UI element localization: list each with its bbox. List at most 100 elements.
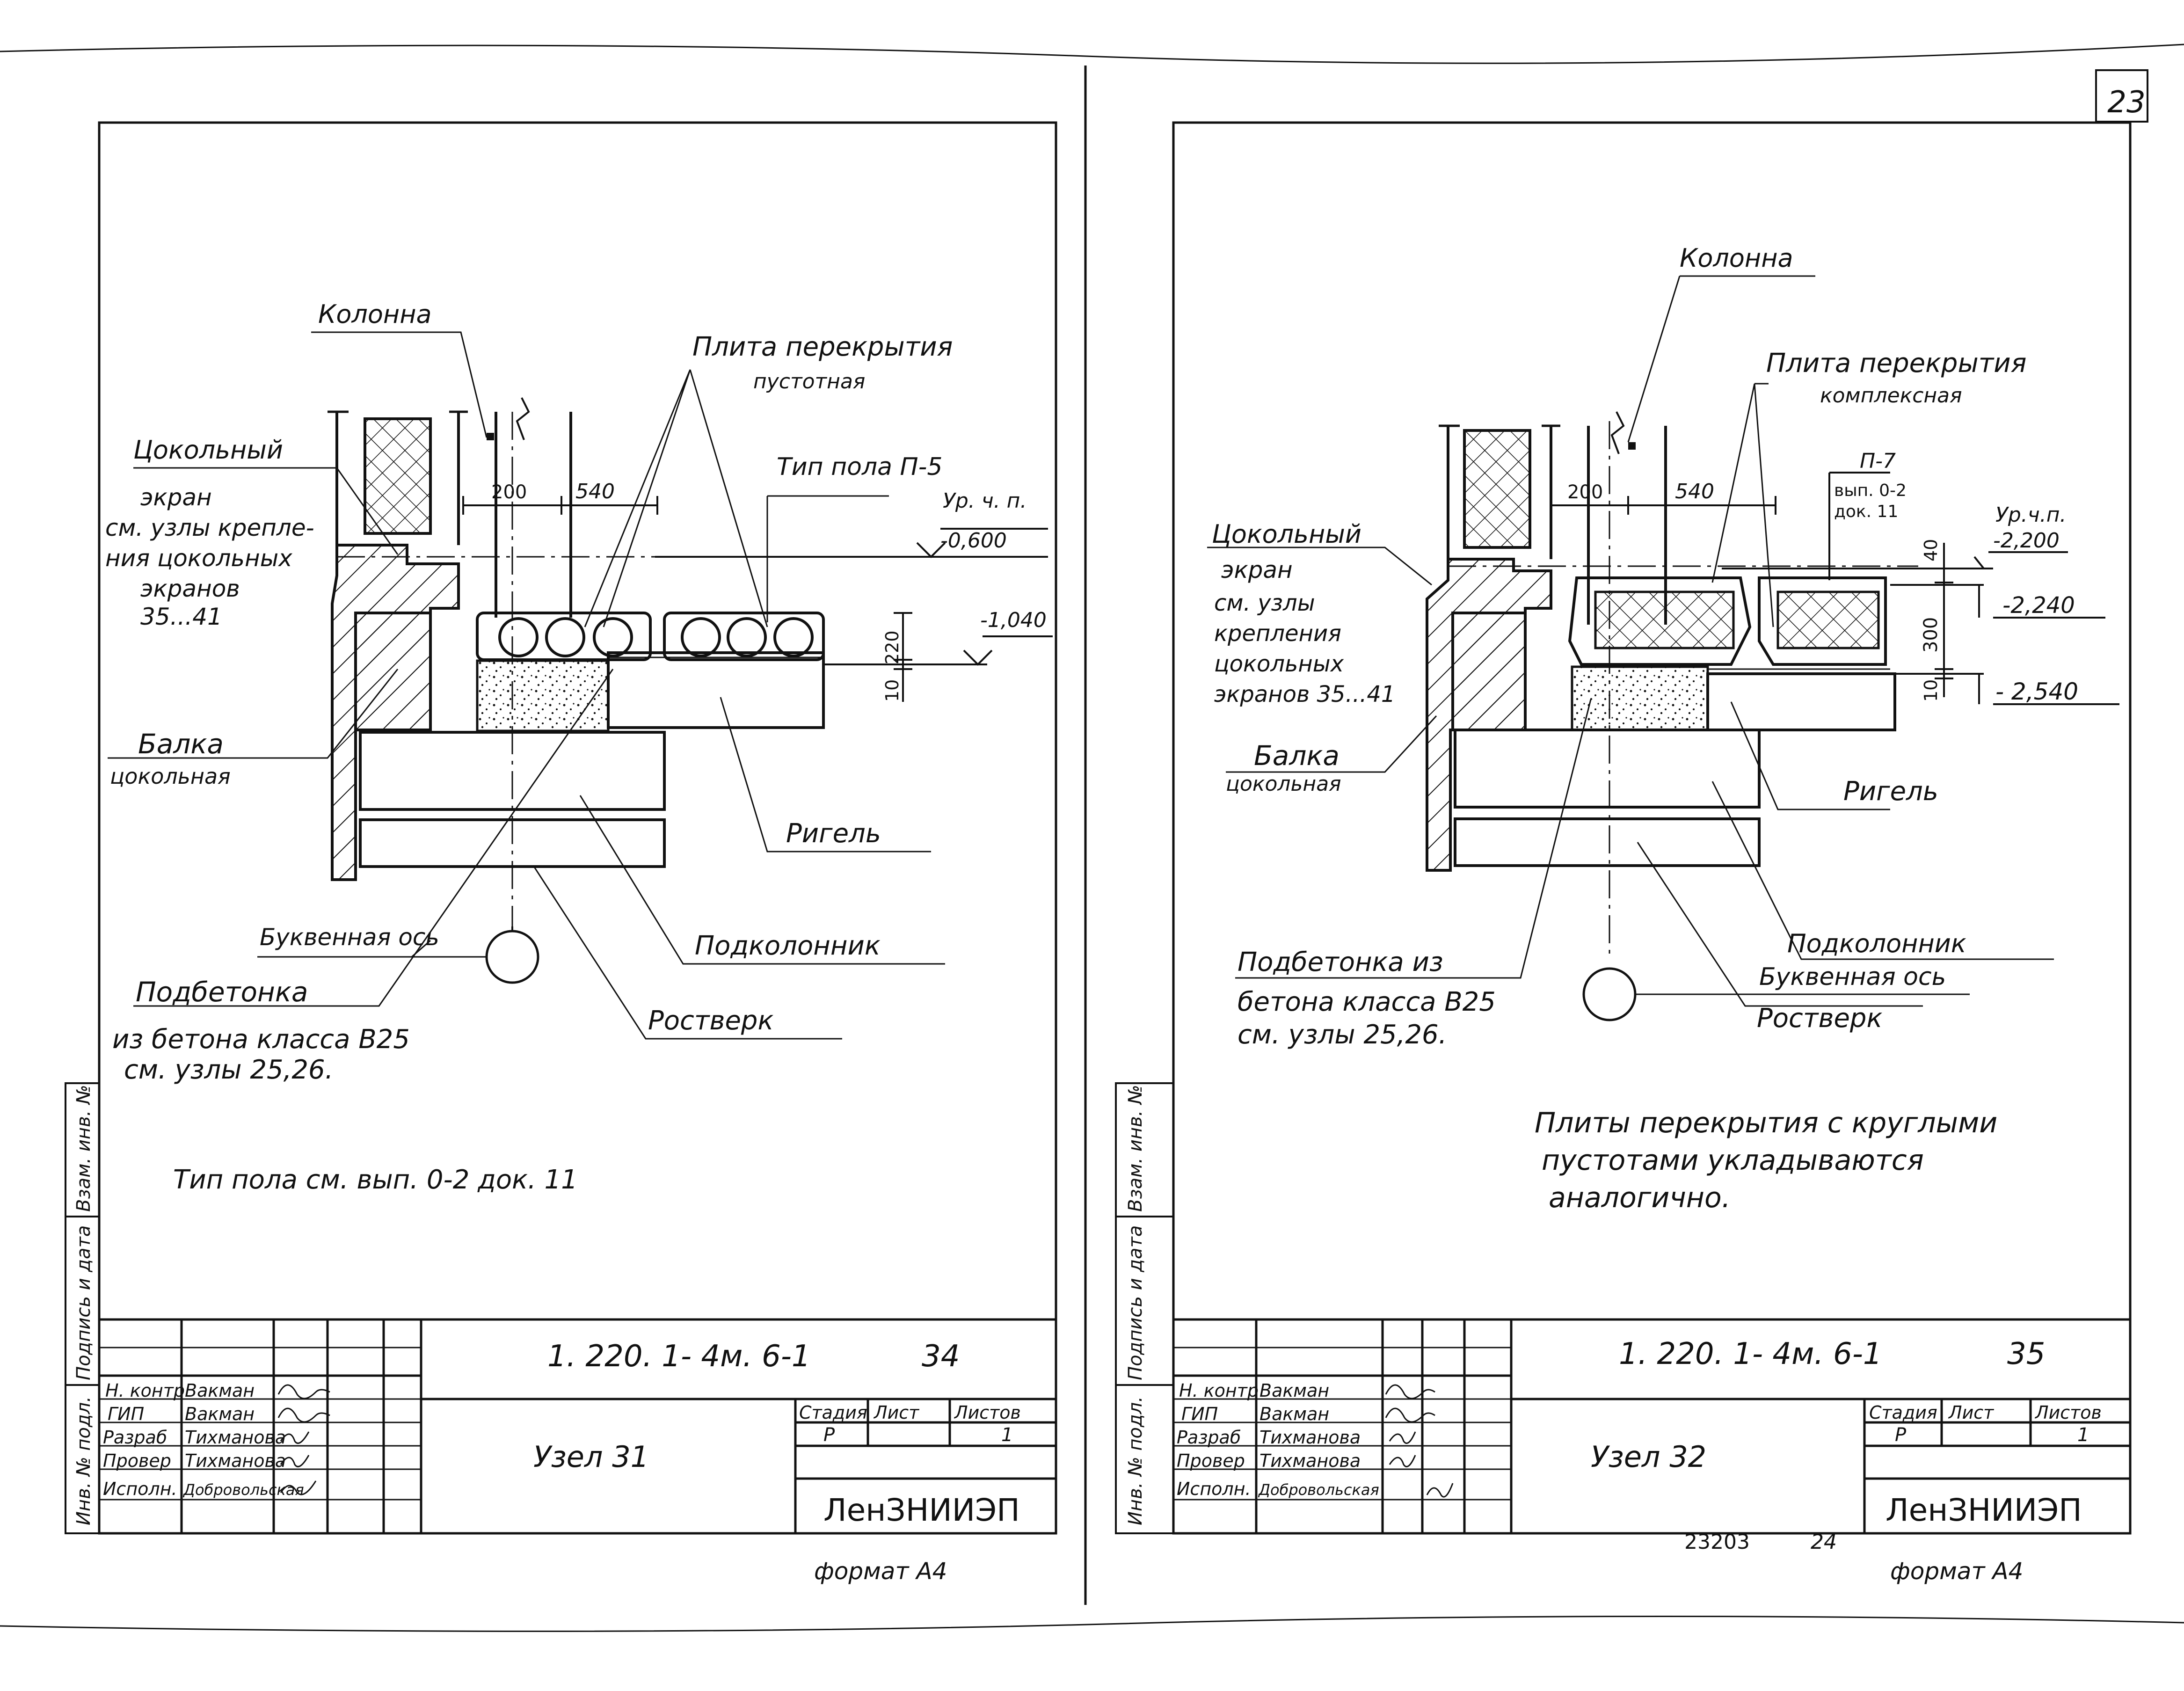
- right-label-grout-3: см. узлы 25,26.: [1238, 1020, 1447, 1050]
- right-level-label: Ур.ч.п.: [1995, 503, 2066, 527]
- left-role-0: Н. контр: [105, 1380, 185, 1401]
- left-name-2: Тихманова: [185, 1427, 286, 1448]
- left-leaders: [108, 331, 945, 1040]
- left-column: [328, 397, 572, 618]
- right-stamp-original-inv: Инв. № подл.: [1125, 1396, 1146, 1525]
- right-sheet-frame: [1172, 121, 2132, 1535]
- right-note-2: пустотами укладываются: [1542, 1144, 1924, 1177]
- left-lists: 1: [1001, 1424, 1013, 1446]
- right-inventory: 23203: [1684, 1530, 1750, 1554]
- right-label-slab-type: комплексная: [1820, 384, 1962, 408]
- right-label-subcolumn: Подколонник: [1787, 929, 1966, 958]
- right-level-2: -2,240: [2002, 592, 2075, 619]
- left-label-grout-2: из бетона класса В25: [112, 1024, 410, 1055]
- left-stage-h: Стадия: [799, 1402, 867, 1423]
- left-sheet: Взам. инв. № Подпись и дата Инв. № подл.: [65, 121, 1057, 1585]
- left-sheet-no: 34: [922, 1339, 960, 1374]
- right-dim-540: 540: [1675, 480, 1714, 503]
- right-label-axis: Буквенная ось: [1759, 963, 1946, 991]
- left-level-label: Ур. ч. п.: [943, 489, 1026, 513]
- right-stage-h: Стадия: [1869, 1402, 1937, 1423]
- left-role-1: ГИП: [108, 1404, 144, 1424]
- right-role-4: Исполн.: [1177, 1479, 1251, 1499]
- right-role-2: Разраб: [1177, 1427, 1241, 1448]
- left-sheet-frame: [98, 121, 1057, 1535]
- right-dimensions: 200 540 40 300 10 Ур.ч.п. -2,200 -2,240 …: [1550, 480, 2119, 705]
- left-label-plinth-4: ния цокольных: [105, 545, 292, 572]
- left-node-name: Узел 31: [533, 1440, 649, 1474]
- right-list-h: Лист: [1948, 1402, 1995, 1423]
- right-label-grout-1: Подбетонка из: [1238, 947, 1443, 977]
- left-label-grillage: Ростверк: [648, 1006, 773, 1036]
- right-column: [1439, 411, 1667, 625]
- left-label-column: Колонна: [318, 299, 432, 329]
- left-label-plinth-5: экранов: [140, 575, 240, 602]
- left-label-crossbar: Ригель: [786, 818, 881, 849]
- left-margin-stamp: Взам. инв. № Подпись и дата Инв. № подл.: [65, 1082, 100, 1534]
- right-title-block: 1. 220. 1- 4м. 6-1 35 Узел 32 Стадия Лис…: [1173, 1318, 2130, 1585]
- right-sheet: Взам. инв. № Подпись и дата Инв. № подл.: [1115, 121, 2132, 1585]
- right-label-beam-1: Балка: [1254, 740, 1340, 772]
- left-dim-10: 10: [882, 679, 903, 702]
- left-label-plinth-6: 35...41: [140, 603, 222, 630]
- left-note: Тип пола см. вып. 0-2 док. 11: [173, 1165, 578, 1195]
- right-p7-1: П-7: [1860, 449, 1896, 473]
- right-inventory-page: 24: [1811, 1530, 1837, 1554]
- page-number-box: 23: [2095, 69, 2148, 123]
- left-role-2: Разраб: [103, 1427, 167, 1448]
- right-stamp-substitute-inv: Взам. инв. №: [1125, 1085, 1146, 1212]
- right-stamp-signature-date: Подпись и дата: [1125, 1225, 1146, 1380]
- right-p7-3: док. 11: [1834, 502, 1898, 521]
- right-role-3: Провер: [1177, 1450, 1245, 1471]
- left-level-1: -0,600: [940, 529, 1007, 553]
- stamp-substitute-inv: Взам. инв. №: [73, 1085, 95, 1212]
- left-label-beam-2: цокольная: [110, 764, 231, 789]
- left-plinth-beam: [331, 544, 460, 881]
- right-margin-stamp: Взам. инв. № Подпись и дата Инв. № подл.: [1115, 1082, 1174, 1534]
- left-name-1: Вакман: [185, 1404, 255, 1424]
- left-lists-h: Листов: [954, 1402, 1021, 1423]
- right-label-grillage: Ростверк: [1757, 1003, 1882, 1034]
- right-label-plinth-3: см. узлы: [1214, 590, 1315, 616]
- left-dim-220: 220: [882, 630, 903, 664]
- right-dim-40: 40: [1921, 539, 1941, 561]
- right-name-4: Добровольская: [1258, 1481, 1379, 1499]
- stamp-original-inv: Инв. № подл.: [73, 1396, 95, 1525]
- right-dim-10: 10: [1921, 679, 1941, 702]
- right-label-plinth-6: экранов 35...41: [1214, 681, 1395, 707]
- left-labels: Колонна Плита перекрытия пустотная Тип п…: [105, 299, 953, 1195]
- right-sheet-no: 35: [2007, 1337, 2045, 1371]
- left-name-4: Добровольская: [182, 1481, 304, 1499]
- right-node-name: Узел 32: [1591, 1440, 1706, 1474]
- left-role-3: Провер: [103, 1450, 171, 1471]
- left-label-slab: Плита перекрытия: [692, 332, 953, 362]
- right-role-1: ГИП: [1181, 1404, 1218, 1424]
- left-label-grout-3: см. узлы 25,26.: [124, 1055, 333, 1085]
- axis-bubble: [485, 930, 539, 984]
- left-label-floor-type: Тип пола П-5: [777, 453, 942, 481]
- right-lists: 1: [2077, 1424, 2089, 1446]
- right-level-3: - 2,540: [1995, 678, 2078, 705]
- right-label-plinth-2: экран: [1221, 556, 1293, 583]
- right-label-column: Колонна: [1680, 243, 1793, 273]
- right-label-crossbar: Ригель: [1843, 776, 1938, 807]
- left-dimensions: 200 540 220 10 Ур. ч. п. -0,600 -1,040: [462, 480, 1053, 702]
- right-name-1: Вакман: [1259, 1404, 1329, 1424]
- right-label-beam-2: цокольная: [1226, 772, 1341, 796]
- left-format: формат А4: [814, 1558, 947, 1585]
- page-number: 23: [2107, 85, 2145, 120]
- right-label-grout-2: бетона класса В25: [1238, 987, 1496, 1017]
- left-label-plinth-1: Цокольный: [133, 435, 283, 465]
- right-complex-slabs: [1568, 576, 1890, 731]
- right-plinth-beam: [1426, 558, 1552, 872]
- right-dim-300: 300: [1920, 617, 1942, 653]
- right-code: 1. 220. 1- 4м. 6-1: [1619, 1337, 1882, 1371]
- left-name-0: Вакман: [185, 1380, 255, 1401]
- right-dim-200: 200: [1567, 481, 1603, 503]
- page-edge-lines: [0, 44, 2184, 1632]
- left-title-block: 1. 220. 1- 4м. 6-1 34 Узел 31 Стадия Лис…: [99, 1318, 1056, 1585]
- left-label-slab-type: пустотная: [753, 370, 865, 394]
- right-name-3: Тихманова: [1259, 1450, 1361, 1471]
- right-format: формат А4: [1890, 1558, 2023, 1585]
